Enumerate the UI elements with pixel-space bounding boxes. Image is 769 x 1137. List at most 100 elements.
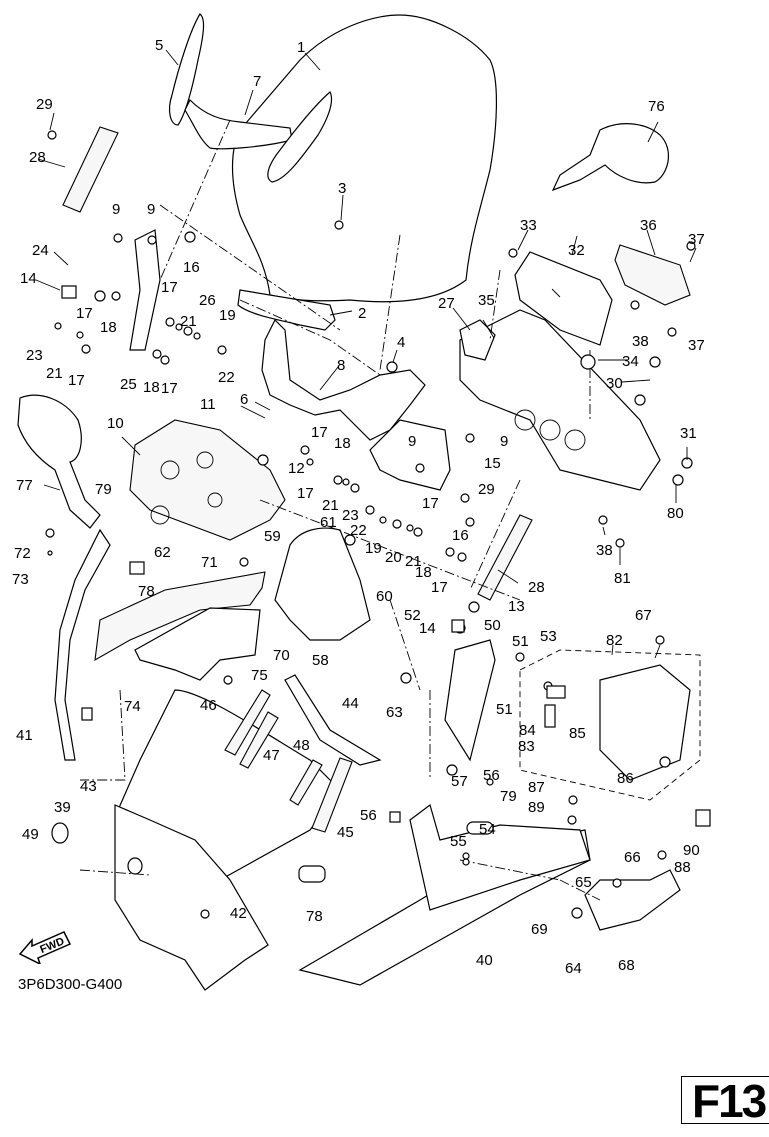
label-35[interactable]: 35 [478, 292, 495, 309]
label-82[interactable]: 82 [606, 632, 623, 649]
label-39[interactable]: 39 [54, 799, 71, 816]
label-57[interactable]: 57 [451, 773, 468, 790]
label-40[interactable]: 40 [476, 952, 493, 969]
label-52[interactable]: 52 [404, 607, 421, 624]
under-cowl-side[interactable] [409, 803, 591, 911]
label-56b[interactable]: 56 [360, 807, 377, 824]
inner-panel[interactable] [274, 527, 371, 641]
label-37a[interactable]: 37 [688, 231, 705, 248]
duct-44[interactable] [284, 674, 382, 766]
label-86[interactable]: 86 [617, 770, 634, 787]
headlight-assembly[interactable] [129, 419, 286, 541]
bracket-27[interactable] [459, 319, 496, 361]
label-22a[interactable]: 22 [218, 369, 235, 386]
label-4[interactable]: 4 [397, 334, 405, 351]
rail-left[interactable] [62, 126, 119, 213]
label-34[interactable]: 34 [622, 353, 639, 370]
duct-45[interactable] [311, 757, 353, 833]
label-21d[interactable]: 21 [405, 553, 422, 570]
label-84[interactable]: 84 [519, 722, 536, 739]
side-trim-41[interactable] [54, 528, 111, 761]
label-16a[interactable]: 16 [183, 259, 200, 276]
label-78b[interactable]: 78 [306, 908, 323, 925]
lower-cowl[interactable] [114, 804, 269, 991]
bracket-64[interactable] [584, 869, 681, 931]
label-1[interactable]: 1 [297, 39, 305, 56]
label-69[interactable]: 69 [531, 921, 548, 938]
label-46[interactable]: 46 [200, 697, 217, 714]
label-17h[interactable]: 17 [431, 579, 448, 596]
label-27[interactable]: 27 [438, 295, 455, 312]
label-47[interactable]: 47 [263, 747, 280, 764]
label-80[interactable]: 80 [667, 505, 684, 522]
mirror-right[interactable] [551, 123, 670, 192]
duct-48[interactable] [239, 711, 279, 769]
label-61[interactable]: 61 [320, 514, 337, 531]
label-17c[interactable]: 17 [68, 372, 85, 389]
label-29b[interactable]: 29 [478, 481, 495, 498]
label-51a[interactable]: 51 [512, 633, 529, 650]
label-21a[interactable]: 21 [180, 313, 197, 330]
label-50[interactable]: 50 [484, 617, 501, 634]
label-58[interactable]: 58 [312, 652, 329, 669]
label-76[interactable]: 76 [648, 98, 665, 115]
label-54[interactable]: 54 [479, 821, 496, 838]
duct-46[interactable] [224, 689, 271, 756]
label-53[interactable]: 53 [540, 628, 557, 645]
label-60[interactable]: 60 [376, 588, 393, 605]
label-7[interactable]: 7 [253, 73, 261, 90]
side-fairing-70[interactable] [134, 607, 261, 681]
label-37b[interactable]: 37 [688, 337, 705, 354]
label-9d[interactable]: 9 [500, 433, 508, 450]
label-18d[interactable]: 18 [415, 564, 432, 581]
label-17e[interactable]: 17 [311, 424, 328, 441]
label-77[interactable]: 77 [16, 477, 33, 494]
label-28b[interactable]: 28 [528, 579, 545, 596]
label-14b[interactable]: 14 [419, 620, 436, 637]
label-68[interactable]: 68 [618, 957, 635, 974]
bracket-right[interactable] [369, 419, 451, 491]
label-21b[interactable]: 21 [46, 365, 63, 382]
inner-panel-50[interactable] [444, 639, 496, 762]
label-41[interactable]: 41 [16, 727, 33, 744]
label-64[interactable]: 64 [565, 960, 582, 977]
label-55[interactable]: 55 [450, 833, 467, 850]
label-89[interactable]: 89 [528, 799, 545, 816]
label-11[interactable]: 11 [200, 396, 216, 413]
label-88[interactable]: 88 [674, 859, 691, 876]
meter-assembly[interactable] [614, 244, 691, 306]
label-17d[interactable]: 17 [161, 380, 178, 397]
label-5[interactable]: 5 [155, 37, 163, 54]
label-70[interactable]: 70 [273, 647, 290, 664]
label-83[interactable]: 83 [518, 738, 535, 755]
label-14a[interactable]: 14 [20, 270, 37, 287]
label-20[interactable]: 20 [385, 549, 402, 566]
label-10[interactable]: 10 [107, 415, 124, 432]
label-29a[interactable]: 29 [36, 96, 53, 113]
label-23a[interactable]: 23 [26, 347, 43, 364]
label-75[interactable]: 75 [251, 667, 268, 684]
windscreen[interactable] [231, 14, 498, 303]
label-3[interactable]: 3 [338, 180, 346, 197]
label-24[interactable]: 24 [32, 242, 49, 259]
front-stay[interactable] [459, 309, 661, 491]
label-49[interactable]: 49 [22, 826, 39, 843]
label-23b[interactable]: 23 [342, 507, 359, 524]
label-13[interactable]: 13 [508, 598, 525, 615]
label-72[interactable]: 72 [14, 545, 31, 562]
rail-right[interactable] [477, 514, 533, 601]
label-59[interactable]: 59 [264, 528, 281, 545]
label-38b[interactable]: 38 [596, 542, 613, 559]
label-15[interactable]: 15 [484, 455, 501, 472]
label-26[interactable]: 26 [199, 292, 216, 309]
label-51b[interactable]: 51 [496, 701, 513, 718]
label-87[interactable]: 87 [528, 779, 545, 796]
tool-box-82[interactable] [599, 664, 691, 781]
label-12[interactable]: 12 [288, 460, 305, 477]
duct-47[interactable] [289, 759, 323, 806]
label-78a[interactable]: 78 [138, 583, 155, 600]
windscreen-stay[interactable] [237, 289, 336, 331]
meter-bracket[interactable] [261, 318, 426, 441]
label-21c[interactable]: 21 [322, 497, 339, 514]
label-48[interactable]: 48 [293, 737, 310, 754]
